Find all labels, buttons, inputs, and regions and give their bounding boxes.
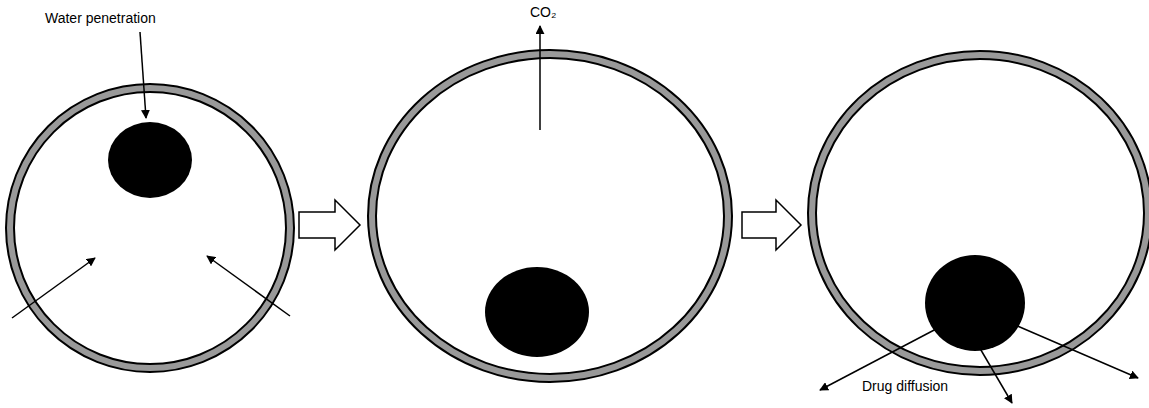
stage-two bbox=[372, 26, 728, 378]
process-arrow bbox=[742, 200, 801, 250]
process-label: Water penetration bbox=[45, 10, 156, 26]
stage-one bbox=[10, 32, 290, 368]
stage-three bbox=[812, 55, 1148, 403]
gas-label: CO₂ bbox=[530, 4, 556, 20]
process-label: Drug diffusion bbox=[862, 378, 948, 394]
process-arrow bbox=[299, 200, 360, 250]
